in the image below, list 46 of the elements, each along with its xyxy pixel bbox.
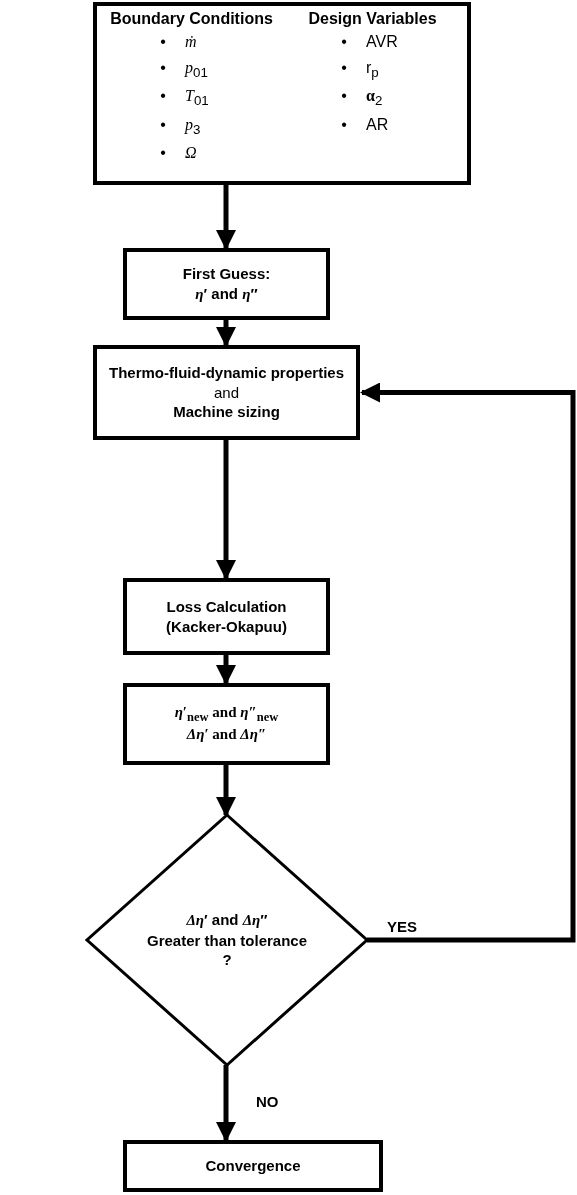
list-item: p$_{3}$ [185,114,201,139]
bullet: • [159,143,167,164]
list-item: α$_{2}$ [366,86,383,110]
list-item: r$_{p}$ [366,57,379,82]
box-text: η′$_{new}$ and η″$_{new}$ [174,703,279,726]
decision-text: Δη′ and Δη″ [186,910,268,931]
arrow [216,655,236,685]
box-text: Convergence [205,1156,301,1176]
process-box [123,1140,383,1192]
bullet: • [159,114,167,135]
list-item: AR [366,114,389,135]
box-text: Machine sizing [173,402,280,422]
bullet: • [340,57,348,78]
arrow [216,320,236,347]
bullet: • [340,32,348,52]
box-text: Thermo-fluid-dynamic properties [109,363,344,383]
list-item: T$_{01}$ [185,86,209,110]
box-text: First Guess: [182,264,271,284]
arrow [360,382,576,943]
arrow [216,185,236,250]
decision-text: Greater than tolerance [146,930,308,951]
list-item: AVR [366,32,398,52]
box-text: and [214,382,239,403]
box-text: η′ and η″ [195,283,258,304]
arrow [216,765,236,817]
list-item: Ω [185,143,197,164]
column-heading: Design Variables [308,10,437,28]
column-heading: Boundary Conditions [110,10,273,28]
process-box [123,578,330,655]
bullet: • [340,114,348,135]
arrow [216,1065,236,1142]
bullet: • [159,32,167,52]
box-text: Δη′ and Δη″ [186,725,267,745]
process-box [123,683,330,765]
bullet: • [159,86,167,107]
arrow [216,440,236,580]
process-box [123,248,330,320]
list-item: p$_{01}$ [185,57,208,82]
list-item: ṁ [185,32,197,52]
bullet: • [340,86,348,107]
input-box [93,2,471,185]
bullet: • [159,57,167,78]
box-text: Loss Calculation (Kacker-Okapuu) [165,597,288,636]
decision-text: ? [222,950,232,970]
process-box [93,345,360,440]
decision-diamond [87,815,367,1065]
